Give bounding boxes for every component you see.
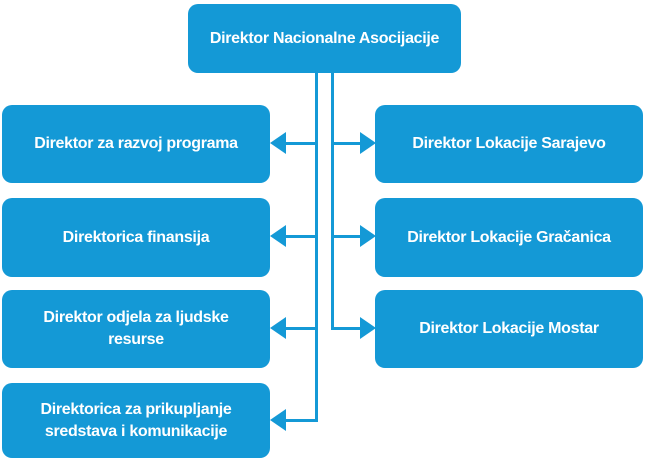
- node-label: Direktor Lokacije Sarajevo: [412, 135, 606, 153]
- node-direktor-nacionalne-asocijacije: Direktor Nacionalne Asocijacije: [188, 4, 461, 73]
- arrowhead-right-icon: [360, 132, 376, 154]
- node-label: Direktorica za prikupljanje sredstava i …: [40, 400, 232, 440]
- arrowhead-right-icon: [360, 225, 376, 247]
- node-prikupljanje-sredstava: Direktorica za prikupljanje sredstava i …: [2, 383, 270, 458]
- arrowhead-left-icon: [270, 132, 286, 154]
- arrowhead-left-icon: [270, 317, 286, 339]
- arrowhead-left-icon: [270, 225, 286, 247]
- node-finansije: Direktorica finansija: [2, 198, 270, 277]
- connector-branch-right-1: [334, 142, 361, 145]
- connector-branch-right-3: [334, 327, 361, 330]
- connector-branch-right-2: [334, 235, 361, 238]
- node-razvoj-programa: Direktor za razvoj programa: [2, 105, 270, 183]
- node-lokacija-mostar: Direktor Lokacije Mostar: [375, 290, 643, 368]
- node-label: Direktor Nacionalne Asocijacije: [209, 29, 440, 47]
- node-label: Direktor Lokacije Gračanica: [407, 228, 611, 246]
- connector-trunk-right: [331, 73, 334, 330]
- connector-trunk-left: [315, 73, 318, 422]
- connector-branch-left-3: [285, 327, 318, 330]
- node-ljudski-resursi: Direktor odjela za ljudske resurse: [2, 290, 270, 368]
- node-label: Direktor za razvoj programa: [34, 135, 238, 153]
- arrowhead-right-icon: [360, 317, 376, 339]
- connector-branch-left-1: [285, 142, 318, 145]
- connector-branch-left-4: [285, 419, 318, 422]
- node-lokacija-gracanica: Direktor Lokacije Gračanica: [375, 198, 643, 277]
- node-label: Direktor Lokacije Mostar: [419, 320, 599, 338]
- connector-branch-left-2: [285, 235, 318, 238]
- arrowhead-left-icon: [270, 409, 286, 431]
- node-label: Direktor odjela za ljudske resurse: [43, 309, 229, 348]
- node-label: Direktorica finansija: [62, 228, 210, 246]
- node-lokacija-sarajevo: Direktor Lokacije Sarajevo: [375, 105, 643, 183]
